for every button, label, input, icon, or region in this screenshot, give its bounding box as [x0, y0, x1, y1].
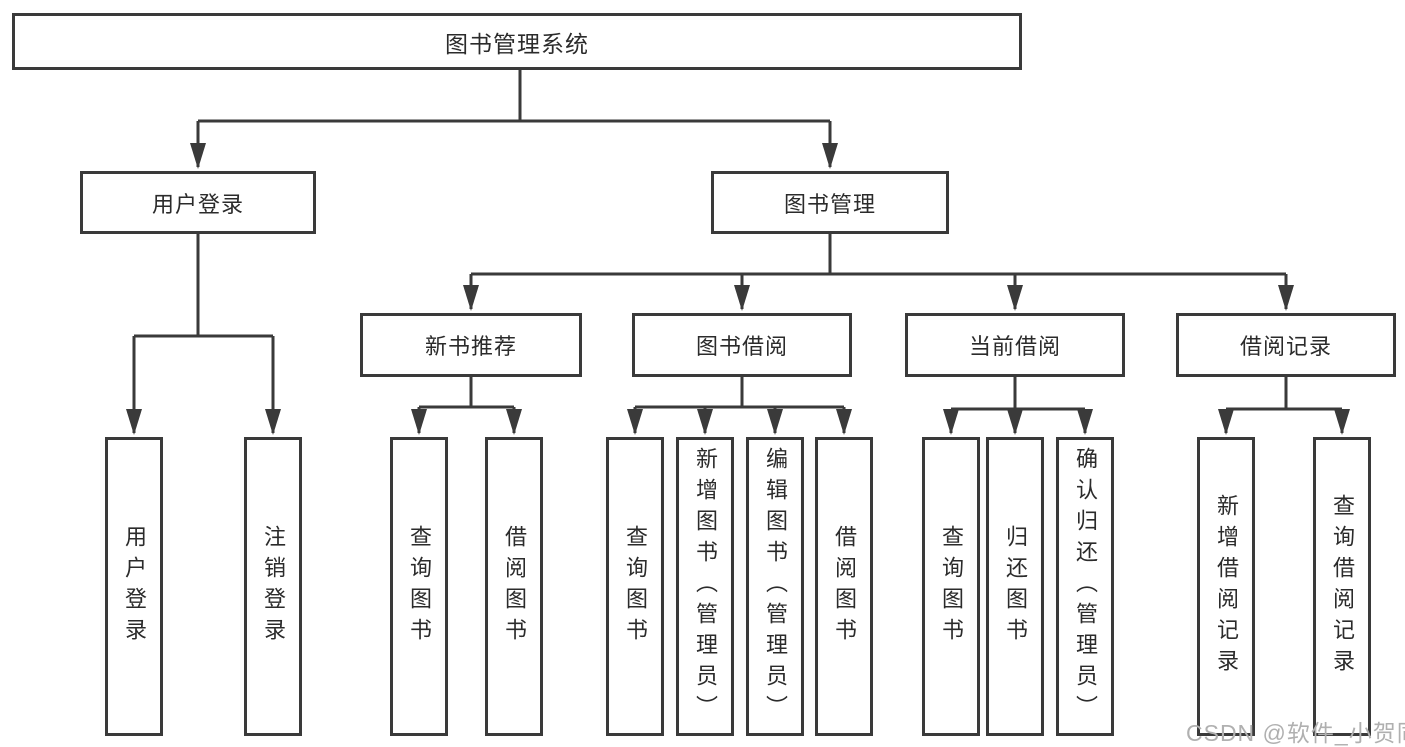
leaf-user-login: 用户登录 — [105, 437, 163, 736]
node-book-borrow: 图书借阅 — [632, 313, 852, 377]
leaf-newbook-query-books: 查询图书 — [390, 437, 448, 736]
node-root: 图书管理系统 — [12, 13, 1022, 70]
connector-book-borrow-children — [627, 377, 852, 435]
connector-root-to-level2 — [190, 70, 838, 169]
node-current-borrow: 当前借阅 — [905, 313, 1125, 377]
leaf-logout-label: 注销登录 — [261, 524, 286, 649]
leaf-borrow-borrow-books-label: 借阅图书 — [832, 524, 857, 649]
leaf-user-login-label: 用户登录 — [122, 524, 147, 649]
connector-new-book-recommend-children — [411, 377, 522, 435]
leaf-records-add-record-label: 新增借阅记录 — [1214, 493, 1239, 680]
node-book-management: 图书管理 — [711, 171, 949, 234]
leaf-newbook-query-books-label: 查询图书 — [407, 524, 432, 649]
connector-borrow-records-children — [1218, 377, 1350, 435]
leaf-current-return-books-label: 归还图书 — [1003, 524, 1028, 649]
leaf-records-add-record: 新增借阅记录 — [1197, 437, 1255, 736]
connector-current-borrow-children — [943, 377, 1093, 435]
leaf-borrow-query-books-label: 查询图书 — [623, 524, 648, 649]
leaf-borrow-borrow-books: 借阅图书 — [815, 437, 873, 736]
leaf-borrow-edit-books-admin-label: 编辑图书（管理员） — [763, 447, 788, 726]
leaf-borrow-query-books: 查询图书 — [606, 437, 664, 736]
leaf-current-confirm-return-admin: 确认归还（管理员） — [1056, 437, 1114, 736]
connector-book-management-children — [463, 234, 1294, 311]
connector-user-login-children — [126, 234, 281, 435]
node-borrow-records: 借阅记录 — [1176, 313, 1396, 377]
node-user-login: 用户登录 — [80, 171, 316, 234]
watermark: CSDN @软件_小贺同学 — [1186, 720, 1405, 746]
leaf-newbook-borrow-books-label: 借阅图书 — [502, 524, 527, 649]
leaf-current-query-books: 查询图书 — [922, 437, 980, 736]
leaf-logout: 注销登录 — [244, 437, 302, 736]
leaf-current-return-books: 归还图书 — [986, 437, 1044, 736]
leaf-records-query-record-label: 查询借阅记录 — [1330, 493, 1355, 680]
node-new-book-recommend: 新书推荐 — [360, 313, 582, 377]
leaf-borrow-edit-books-admin: 编辑图书（管理员） — [746, 437, 804, 736]
leaf-current-query-books-label: 查询图书 — [939, 524, 964, 649]
leaf-newbook-borrow-books: 借阅图书 — [485, 437, 543, 736]
leaf-borrow-add-books-admin-label: 新增图书（管理员） — [693, 447, 718, 726]
leaf-current-confirm-return-admin-label: 确认归还（管理员） — [1073, 447, 1098, 726]
leaf-borrow-add-books-admin: 新增图书（管理员） — [676, 437, 734, 736]
leaf-records-query-record: 查询借阅记录 — [1313, 437, 1371, 736]
